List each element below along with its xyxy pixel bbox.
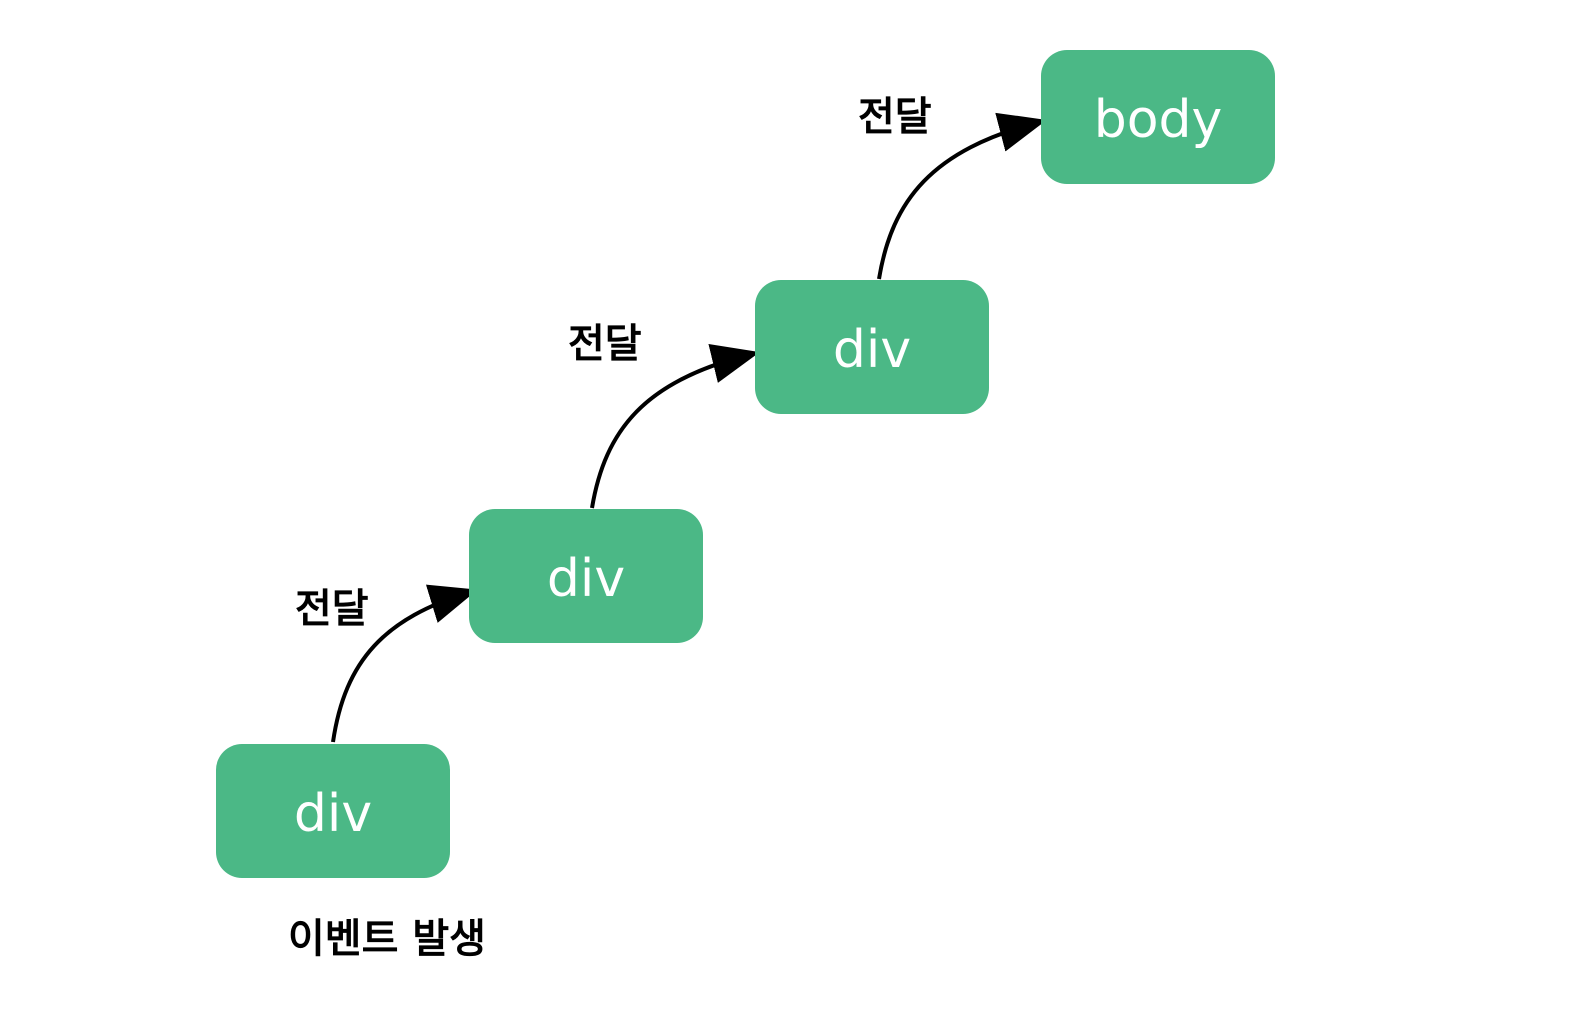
node-body: body [1041,50,1275,184]
event-origin-caption: 이벤트 발생 [288,916,486,962]
edge-label-2: 전달 [858,94,932,140]
edge-2: 전달 [858,94,1047,280]
edge-label-0: 전달 [295,586,369,632]
arrow-edge-1 [590,344,760,509]
edge-label-1: 전달 [568,321,642,367]
node-label: body [1094,90,1223,150]
node-box [216,744,450,878]
node-box [1041,50,1275,184]
node-box [755,280,989,414]
edge-1: 전달 [568,321,760,509]
node-label: div [547,549,625,609]
node-box [469,509,703,643]
node-div-2: div [469,509,703,643]
node-div-1: div [216,744,450,878]
arrow-edge-2 [877,112,1047,280]
node-label: div [294,784,372,844]
node-label: div [833,320,911,380]
edge-0: 전달 [295,584,478,743]
node-div-3: div [755,280,989,414]
arrow-edge-0 [331,584,478,743]
